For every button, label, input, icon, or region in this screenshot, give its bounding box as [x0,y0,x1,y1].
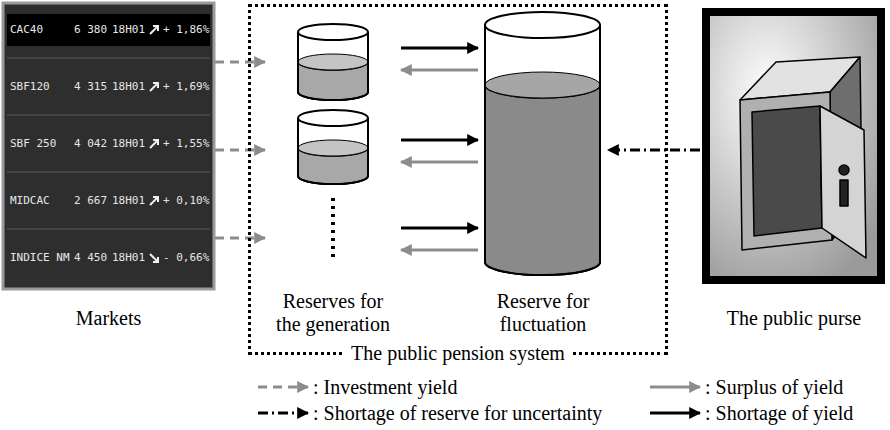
ticker-text: 4 450 [74,251,107,265]
flow-arrow [401,249,478,252]
ticker-text: 18H01 [112,80,145,94]
ticker-text: + 1,55% [163,137,209,151]
ticker-text: 2 667 [74,194,107,208]
node-label: Markets [68,307,150,330]
legend-sample [258,412,308,415]
large-cylinder [485,12,600,275]
legend-sample [258,386,308,389]
ticker-text: CAC40 [10,23,43,37]
flow-arrow [401,47,478,50]
reserve-box: Reserves for the generation [265,15,401,336]
small-cylinder [298,110,368,184]
ticker-text: + 1,69% [163,80,209,94]
ticker-text: 18H01 [112,194,145,208]
ticker-text: 4 315 [74,80,107,94]
door-symbol [839,165,849,175]
small-cylinder [298,24,368,100]
safe-opening [752,106,822,236]
safe-icon [706,12,881,280]
ticker-text: MIDCAC [10,194,50,208]
node-label: Reserves for the generation [265,290,401,336]
node-label: The public purse [719,307,869,330]
icon-frame [706,12,881,280]
reserve-box: Reserve for fluctuation [478,12,608,336]
trend-arrows [150,26,158,262]
safe-front [740,92,832,250]
ticker-text: 18H01 [112,137,145,151]
highlight-row [7,14,210,46]
flow-arrow [401,227,478,230]
flow-arrow [401,69,478,72]
purse-box: The public purse [700,4,888,330]
ticker-panel [3,3,214,289]
ticker-text: INDICE NM [10,251,70,265]
flow-arrow [215,61,265,64]
node-label: The public pension system [343,342,573,365]
ticker-text: 6 380 [74,23,107,37]
row-separators [7,58,210,229]
node-label: Reserve for fluctuation [478,290,608,336]
flow-arrow [401,161,478,164]
door-symbol [840,180,848,206]
panel-ground [3,3,214,289]
flow-arrow [401,139,478,142]
ticker-text: SBF120 [10,80,50,94]
flow-arrow [608,149,700,152]
ticker-text: + 1,86% [163,23,209,37]
ticker-text: 18H01 [112,251,145,265]
market-box: Markets [2,2,215,330]
legend-text: : Shortage of reserve for uncertainty [313,402,602,424]
ticker-text: 18H01 [112,23,145,37]
ellipsis-dots [331,198,335,258]
legend-text: : Investment yield [313,376,457,398]
ticker-text: - 0,66% [163,251,209,265]
legend-sample [650,412,700,415]
ticker-text: SBF 250 [10,137,56,151]
flow-arrow [215,149,265,152]
system-boundary: The public pension systemReserves for th… [248,4,668,355]
ticker-text: + 0,10% [163,194,209,208]
legend-text: : Surplus of yield [705,376,843,398]
legend-text: : Shortage of yield [705,402,853,424]
ticker-text: 4 042 [74,137,107,151]
flow-arrow [215,237,265,240]
legend-sample [650,386,700,389]
safe-door [820,106,866,258]
